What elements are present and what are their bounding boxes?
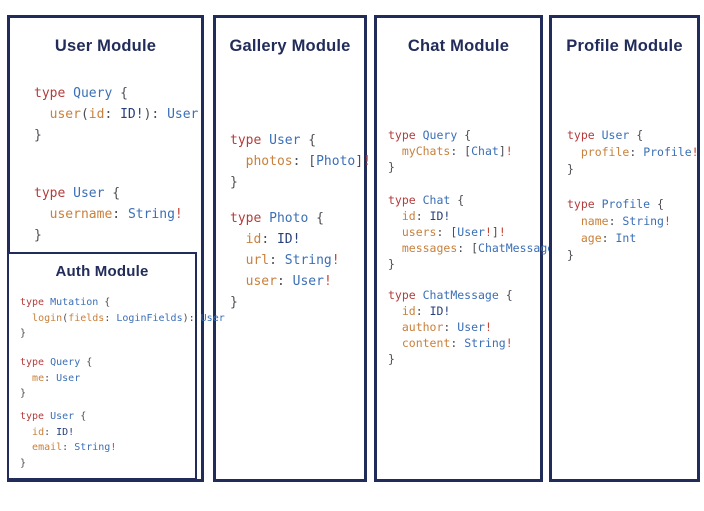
code-line: profile: Profile! bbox=[580, 145, 699, 159]
code-line: type User { bbox=[34, 186, 121, 201]
gallery-photo-code-block: type Photo { id: ID! url: String! user: … bbox=[230, 208, 340, 313]
code-line: } bbox=[34, 228, 42, 243]
code-line: content: String! bbox=[401, 336, 513, 350]
code-line: id: ID! bbox=[401, 304, 451, 318]
code-line: type Photo { bbox=[230, 211, 324, 226]
code-line: type ChatMessage { bbox=[388, 288, 513, 302]
code-line: } bbox=[20, 388, 27, 399]
profile-type-code-block: type Profile { name: String! age: Int} bbox=[567, 196, 671, 264]
code-line: type Query { bbox=[34, 86, 128, 101]
code-line: } bbox=[567, 162, 574, 176]
code-line: id: ID! bbox=[245, 232, 301, 247]
auth-query-code-block: type Query { me: User} bbox=[20, 355, 92, 402]
code-line: type Query { bbox=[388, 128, 472, 142]
profile-user-code-block: type User { profile: Profile!} bbox=[567, 127, 699, 178]
code-line: photos: [Photo]! bbox=[245, 154, 371, 169]
code-line: } bbox=[388, 352, 395, 366]
code-line: } bbox=[388, 257, 395, 271]
user-module-title: User Module bbox=[54, 37, 157, 55]
auth-module-panel: Auth Module type Mutation { login(fields… bbox=[7, 252, 225, 480]
code-line: id: ID! bbox=[32, 426, 75, 438]
code-line: username: String! bbox=[49, 207, 183, 222]
code-line: } bbox=[230, 295, 238, 310]
profile-module-title: Profile Module bbox=[566, 37, 683, 55]
code-line: age: Int bbox=[580, 231, 637, 245]
code-line: type Chat { bbox=[388, 193, 465, 207]
profile-module-panel: Profile Module type User { profile: Prof… bbox=[549, 15, 700, 482]
gallery-user-code-block: type User { photos: [Photo]!} bbox=[230, 130, 371, 193]
auth-user-code-block: type User { id: ID! email: String!} bbox=[20, 409, 116, 471]
code-line: myChats: [Chat]! bbox=[401, 144, 513, 158]
code-line: me: User bbox=[32, 372, 81, 384]
gallery-module-panel: Gallery Module type User { photos: [Phot… bbox=[213, 15, 371, 482]
code-line: } bbox=[388, 160, 395, 174]
code-line: name: String! bbox=[580, 214, 671, 228]
code-line: } bbox=[20, 457, 27, 469]
code-line: } bbox=[230, 175, 238, 190]
code-line: } bbox=[567, 248, 574, 262]
chat-message-code-block: type ChatMessage { id: ID! author: User!… bbox=[388, 287, 513, 367]
auth-mutation-code-block: type Mutation { login(fields: LoginField… bbox=[20, 295, 225, 342]
code-line: email: String! bbox=[32, 442, 117, 453]
user-query-code-block: type Query { user(id: ID!): User} bbox=[34, 83, 198, 146]
chat-type-code-block: type Chat { id: ID! users: [User!]! mess… bbox=[388, 192, 568, 272]
code-line: messages: [ChatMessage]! bbox=[401, 241, 568, 255]
chat-query-code-block: type Query { myChats: [Chat]!} bbox=[388, 127, 513, 175]
chat-module-panel: Chat Module type Query { myChats: [Chat]… bbox=[374, 15, 568, 482]
code-line: type Profile { bbox=[567, 197, 664, 211]
code-line: type User { bbox=[230, 133, 317, 148]
code-line: } bbox=[34, 128, 42, 143]
code-line: type Mutation { bbox=[20, 297, 111, 308]
code-line: users: [User!]! bbox=[401, 225, 506, 239]
code-line: author: User! bbox=[401, 320, 492, 334]
code-line: user(id: ID!): User bbox=[49, 107, 199, 122]
gallery-module-title: Gallery Module bbox=[229, 37, 351, 55]
code-line: } bbox=[20, 328, 27, 339]
code-line: login(fields: LoginFields): User bbox=[32, 312, 225, 324]
code-line: user: User! bbox=[245, 274, 332, 289]
code-line: type User { bbox=[567, 128, 644, 142]
code-line: type User { bbox=[20, 411, 87, 422]
chat-module-title: Chat Module bbox=[407, 37, 510, 55]
user-type-code-block: type User { username: String!} bbox=[34, 183, 183, 246]
auth-module-title: Auth Module bbox=[55, 263, 149, 280]
code-line: type Query { bbox=[20, 357, 93, 368]
code-line: id: ID! bbox=[401, 209, 451, 223]
code-line: url: String! bbox=[245, 253, 340, 268]
